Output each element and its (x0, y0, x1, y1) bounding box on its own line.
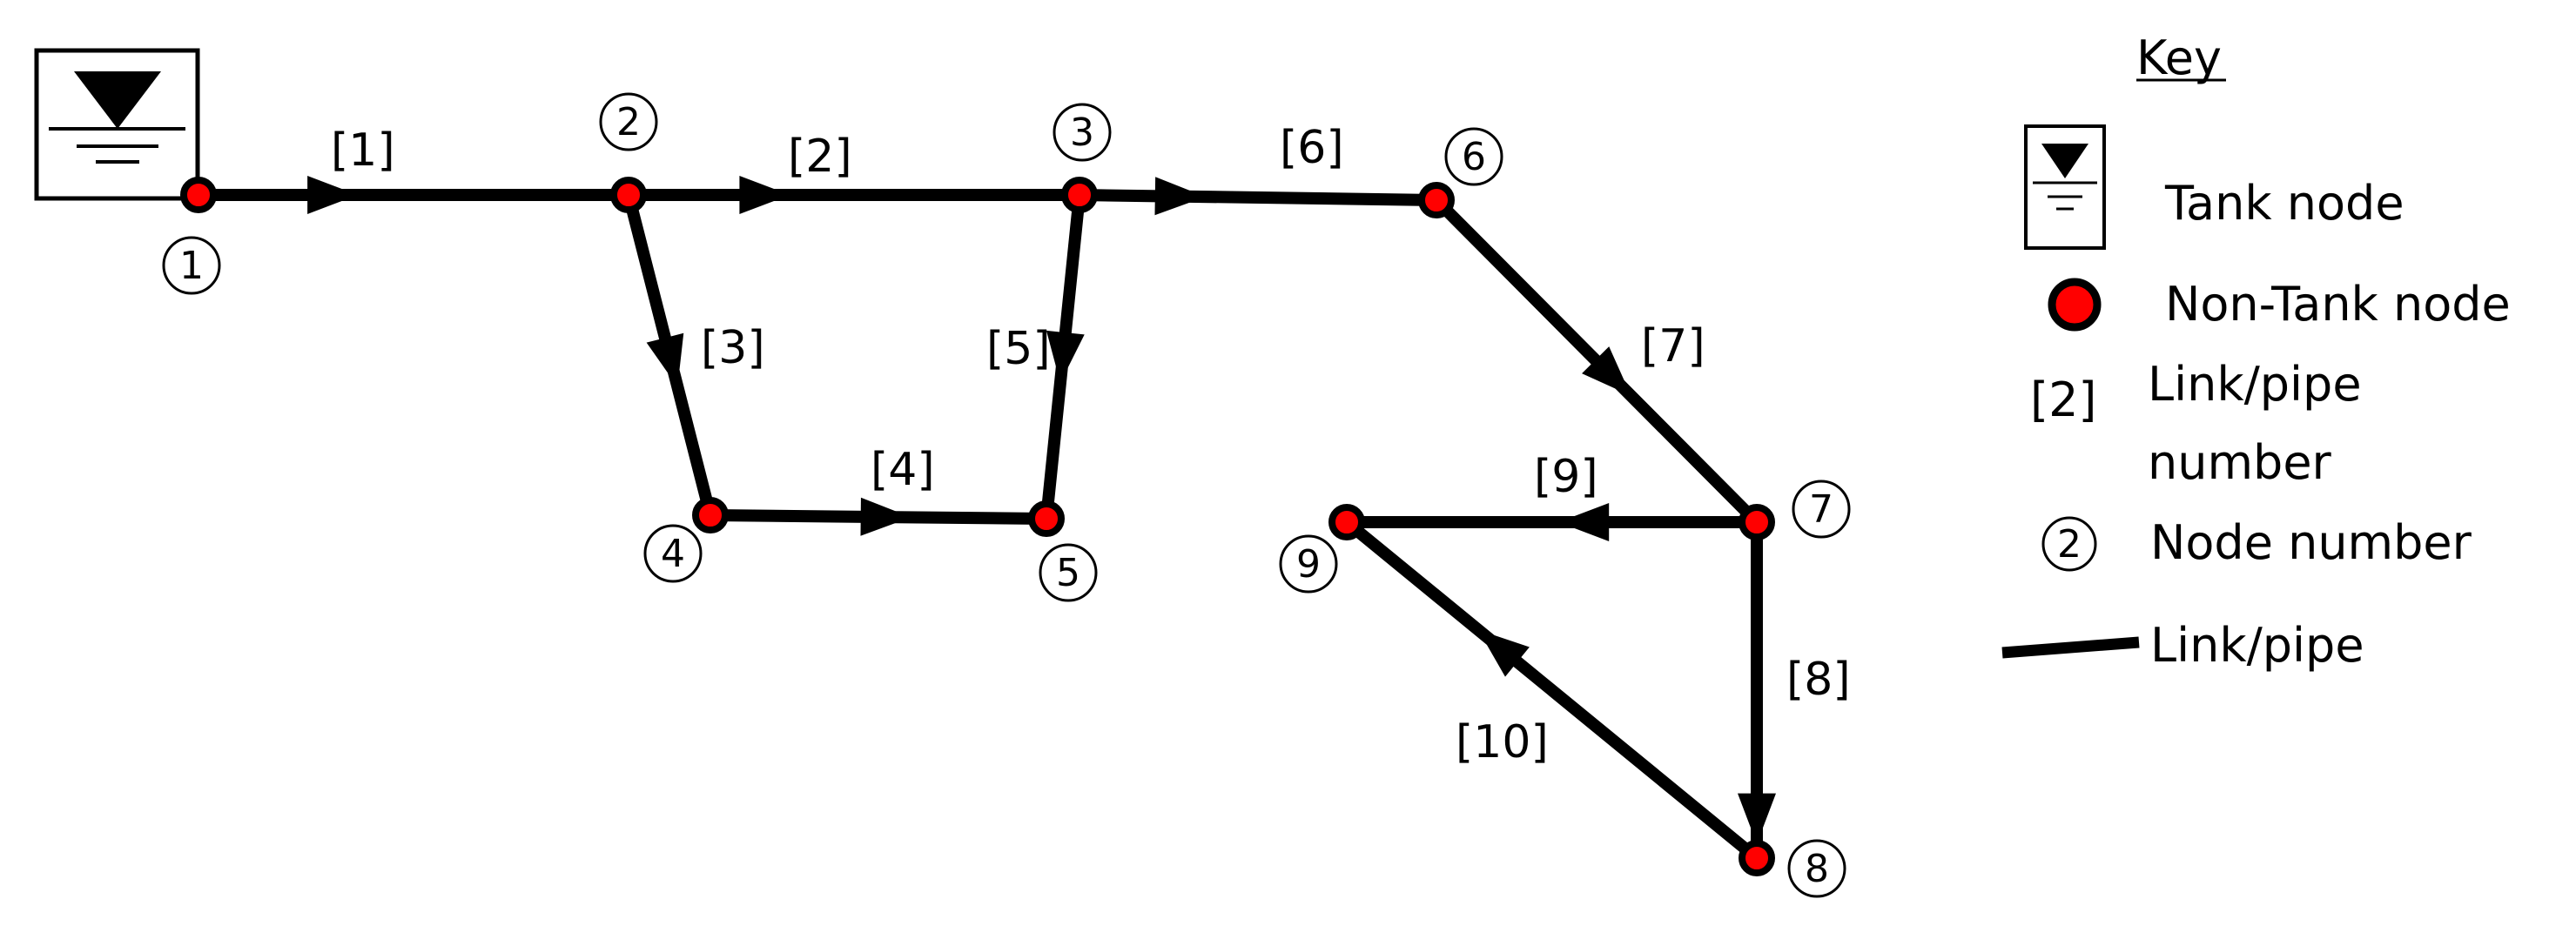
key-link-number-sample: [2] (2030, 372, 2097, 427)
node-9 (1328, 504, 1365, 540)
link-label-4: [4] (871, 444, 935, 496)
node-8 (1739, 840, 1775, 876)
pipe-10 (1341, 516, 1763, 864)
flow-arrow-icon (1582, 346, 1631, 396)
flow-arrow-icon (1558, 503, 1610, 541)
key-tank-label: Tank node (2164, 176, 2404, 231)
key-non-tank-label: Non-Tank node (2165, 277, 2511, 332)
key-title: Key (2136, 30, 2222, 85)
nodes-layer (180, 177, 1775, 876)
tank-icon (34, 48, 200, 201)
node-number-5: 5 (1039, 543, 1098, 602)
flow-arrow-icon (860, 497, 911, 536)
node-number-2: 2 (599, 92, 658, 151)
svg-text:5: 5 (1056, 551, 1080, 595)
key-tank-icon (2024, 124, 2106, 250)
node-number-1: 1 (162, 236, 221, 295)
link-labels: [1] [2] [3] [4] [5] [6] [7] [8] [9] [10] (331, 122, 1851, 768)
flow-arrow-icon (1046, 330, 1085, 383)
svg-text:6: 6 (1462, 135, 1486, 179)
key-link-number-label-line2: number (2148, 435, 2332, 490)
node-5 (1028, 500, 1065, 537)
link-label-8: [8] (1786, 654, 1851, 706)
flow-arrow-icon (646, 332, 684, 387)
key-link-number-label-line1: Link/pipe (2148, 357, 2362, 412)
node-number-9: 9 (1279, 534, 1338, 594)
svg-text:2: 2 (616, 100, 641, 144)
link-label-7: [7] (1641, 320, 1705, 372)
svg-text:8: 8 (1805, 847, 1829, 891)
flow-arrow-icon (1738, 793, 1776, 844)
node-number-6: 6 (1444, 127, 1503, 186)
node-2 (610, 177, 647, 213)
flow-arrow-icon (739, 176, 790, 214)
flow-arrow-icon (307, 176, 359, 214)
svg-text:7: 7 (1809, 487, 1833, 532)
node-6 (1418, 182, 1455, 218)
node-3 (1061, 177, 1098, 213)
node-number-8: 8 (1787, 839, 1846, 898)
link-label-3: [3] (701, 322, 765, 374)
link-label-1: [1] (331, 124, 395, 177)
key-link-label: Link/pipe (2150, 618, 2364, 673)
key-node-number-sample: 2 (2041, 516, 2097, 572)
node-number-3: 3 (1053, 103, 1112, 162)
node-number-7: 7 (1792, 480, 1851, 539)
link-label-9: [9] (1534, 451, 1598, 503)
key-node-number-label: Node number (2150, 515, 2472, 570)
node-number-4: 4 (643, 524, 703, 583)
svg-text:9: 9 (1296, 542, 1321, 587)
key-non-tank-icon (2048, 278, 2102, 332)
node-number-labels: 1 2 3 4 5 6 7 8 (162, 92, 1851, 898)
link-label-2: [2] (788, 131, 852, 183)
svg-text:1: 1 (179, 244, 204, 288)
flow-arrow-icon (1478, 629, 1530, 677)
key-legend: Key Tank node Non-Tank node [2] Link/pip… (2001, 30, 2511, 673)
pipe-6 (1073, 189, 1443, 206)
key-link-icon (2001, 636, 2140, 659)
link-label-5: [5] (986, 323, 1051, 375)
node-1 (180, 177, 217, 213)
link-label-10: [10] (1456, 716, 1549, 768)
node-7 (1739, 504, 1775, 540)
flow-arrow-icon (1154, 177, 1206, 216)
svg-text:3: 3 (1070, 111, 1094, 155)
pipes-layer (192, 176, 1776, 864)
svg-text:4: 4 (661, 532, 685, 576)
svg-text:2: 2 (2057, 522, 2082, 567)
node-4 (692, 497, 729, 533)
link-label-6: [6] (1280, 122, 1344, 174)
